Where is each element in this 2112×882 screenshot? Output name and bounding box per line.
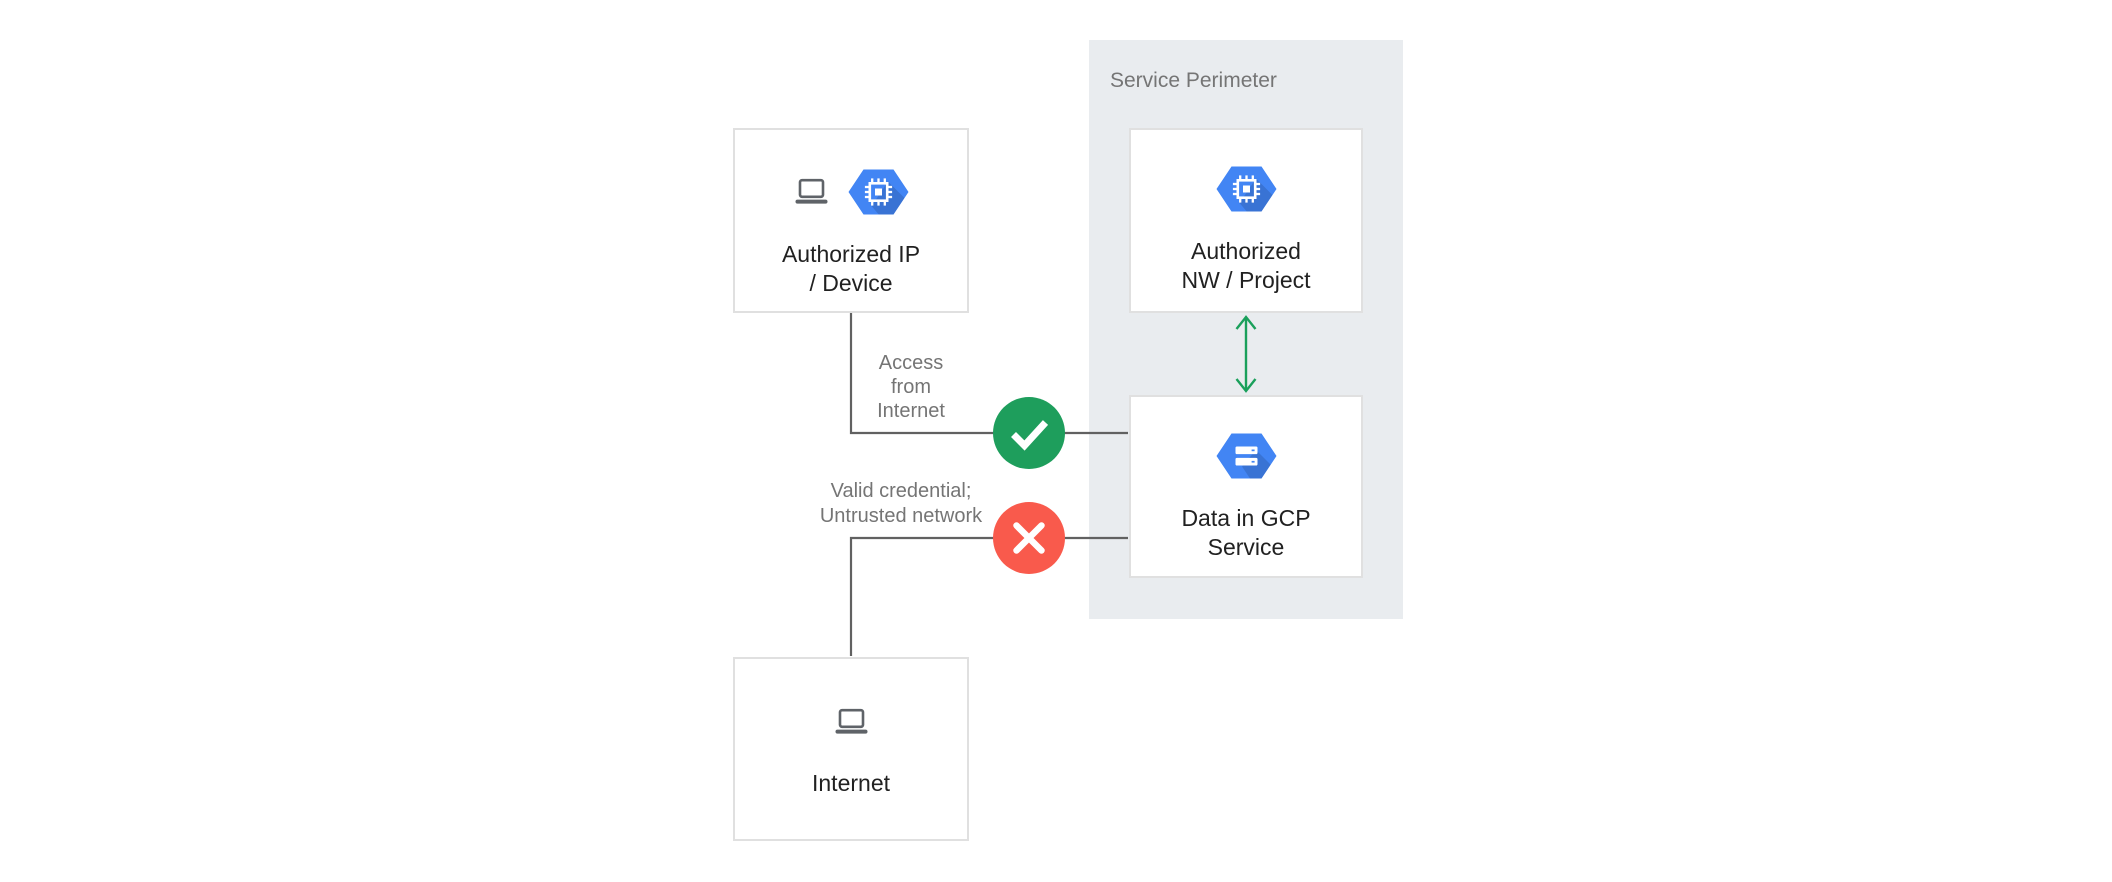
chip-glyph — [864, 178, 892, 206]
allowed-marker — [993, 397, 1065, 469]
chip-glyph — [1232, 175, 1260, 203]
storage-glyph — [1235, 446, 1257, 466]
node-label: Authorized NW / Project — [1181, 238, 1311, 293]
cross-icon — [1013, 522, 1045, 554]
node-icon-row — [793, 168, 910, 216]
compute-chip-hexagon-icon — [848, 169, 908, 215]
node-label: Internet — [812, 770, 890, 796]
node-authorized-nw-project: Authorized NW / Project — [1129, 128, 1363, 313]
node-internet: Internet — [733, 657, 969, 841]
node-data-in-gcp-service: Data in GCP Service — [1129, 395, 1363, 578]
laptop-icon — [835, 708, 867, 734]
edge-label-access-from-internet: Access from Internet — [877, 352, 945, 422]
node-label: Data in GCP Service — [1181, 505, 1311, 560]
node-icon-row — [1215, 432, 1278, 480]
compute-chip-hexagon-icon — [1216, 166, 1276, 212]
check-icon — [1011, 420, 1049, 451]
service-perimeter-label: Service Perimeter — [1110, 69, 1277, 92]
node-icon-row — [1215, 165, 1278, 213]
node-label: Authorized IP / Device — [781, 241, 921, 296]
node-icon-row — [833, 708, 870, 736]
denied-marker — [993, 502, 1065, 574]
storage-hexagon-icon — [1216, 433, 1276, 479]
node-authorized-ip-device: Authorized IP / Device — [733, 128, 969, 313]
connector-internet-to-data — [849, 536, 1128, 656]
edge-label-untrusted-network: Valid credential; Untrusted network — [819, 480, 983, 527]
laptop-icon — [795, 178, 827, 204]
